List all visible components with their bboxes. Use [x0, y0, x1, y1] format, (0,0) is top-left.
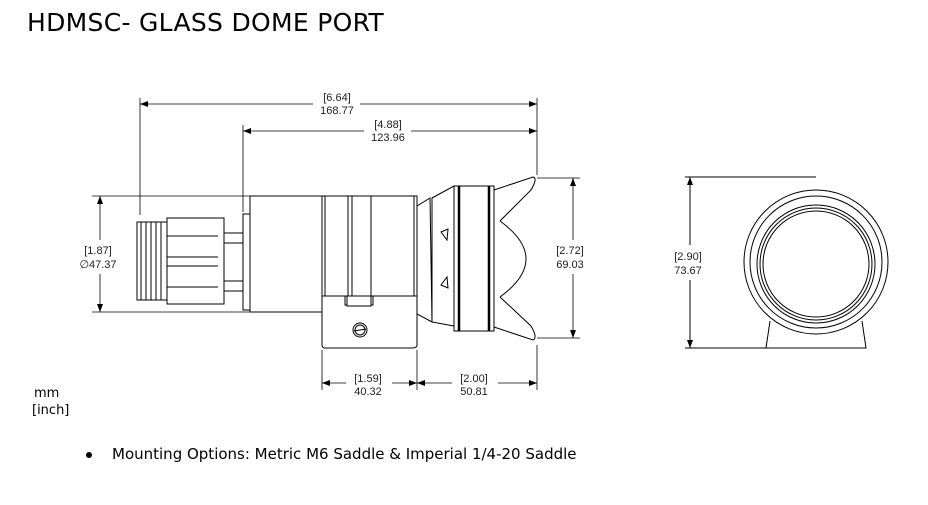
- dim-offset-mm: 50.81: [460, 386, 488, 398]
- dome-assembly: [416, 176, 536, 341]
- unit-mm-label: mm: [34, 386, 60, 401]
- dim-front-inch: [2.90]: [674, 251, 702, 263]
- connector: [136, 213, 251, 311]
- page-title: HDMSC- GLASS DOME PORT: [27, 8, 384, 37]
- dim-offset-inch: [2.00]: [460, 373, 488, 385]
- dim-front-mm: 73.67: [674, 265, 702, 277]
- dim-dome-inch: [2.72]: [556, 245, 584, 257]
- dim-saddle-mm: 40.32: [354, 386, 382, 398]
- dim-connector-mm: ∅47.37: [79, 259, 116, 271]
- body-tube: [249, 195, 418, 349]
- dim-body-inch: [4.88]: [374, 119, 402, 131]
- mounting-options-note: Mounting Options: Metric M6 Saddle & Imp…: [86, 445, 577, 463]
- dim-saddle-inch: [1.59]: [354, 373, 382, 385]
- dim-dome-mm: 69.03: [556, 259, 584, 271]
- unit-inch-label: [inch]: [32, 403, 70, 418]
- mounting-options-text: Mounting Options: Metric M6 Saddle & Imp…: [112, 445, 577, 463]
- bullet-icon: [86, 451, 92, 458]
- front-view: [685, 176, 889, 349]
- dim-body-mm: 123.96: [371, 132, 405, 144]
- dim-connector-inch: [1.87]: [84, 245, 112, 257]
- dim-overall-mm: 168.77: [320, 105, 354, 117]
- dim-overall-inch: [6.64]: [323, 92, 351, 104]
